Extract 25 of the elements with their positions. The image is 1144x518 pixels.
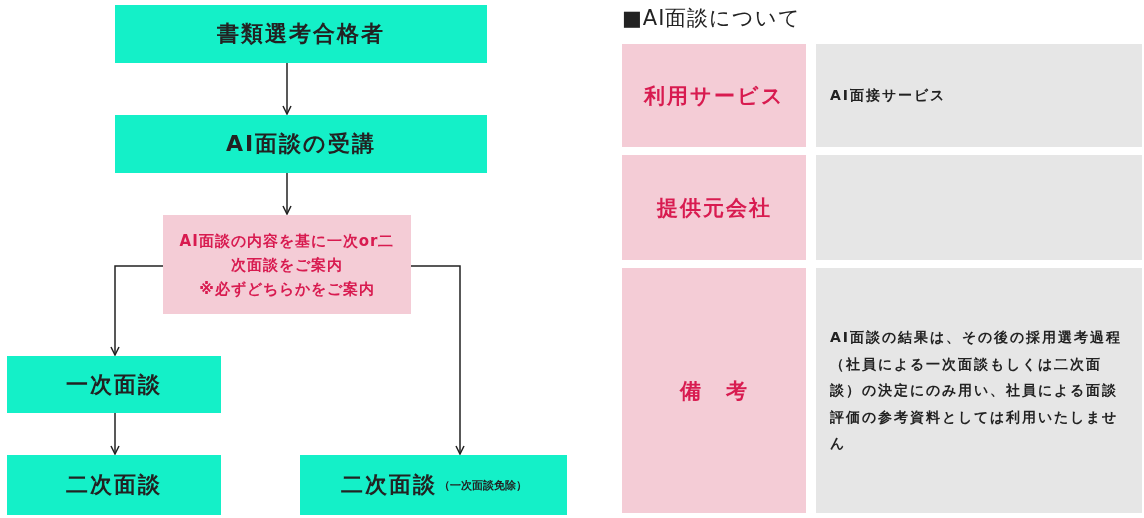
node-text: 二次面談: [66, 471, 162, 499]
process-box: [7, 356, 221, 413]
arrow: [110, 265, 164, 356]
process-box: [115, 5, 487, 63]
table-cell: AI面接サービス: [816, 44, 1142, 147]
node-subtext: （一次面談免除）: [438, 477, 527, 493]
table-cell: AI面談の結果は、その後の採用選考過程（社員による一次面談もしくは二次面談）の決定にのみ用い、社員による面談評価の参考資料としては利用いたしません: [816, 268, 1142, 513]
table-header-cell: 利用サービス: [622, 44, 806, 147]
process-box: [300, 455, 567, 515]
process-box: [115, 115, 487, 173]
node-text: 二次面談: [340, 471, 437, 499]
node-text: 一次面談: [66, 370, 162, 399]
node-text: AI面談の内容を基に一次or二次面談をご案内: [178, 230, 396, 276]
note-box: [163, 215, 411, 314]
section-heading: ■AI面談について: [622, 5, 803, 32]
arrow: [110, 412, 120, 455]
node-text: AI面談の受講: [225, 130, 377, 158]
table-header-cell: 備 考: [622, 268, 806, 513]
table-header-cell: 提供元会社: [622, 155, 806, 260]
arrow: [282, 172, 292, 215]
node-text: 書類選考合格者: [217, 20, 385, 48]
note-text: ※必ずどちらかをご案内: [199, 278, 375, 300]
arrow: [410, 265, 465, 455]
arrow: [282, 62, 292, 115]
process-box: [7, 455, 221, 515]
